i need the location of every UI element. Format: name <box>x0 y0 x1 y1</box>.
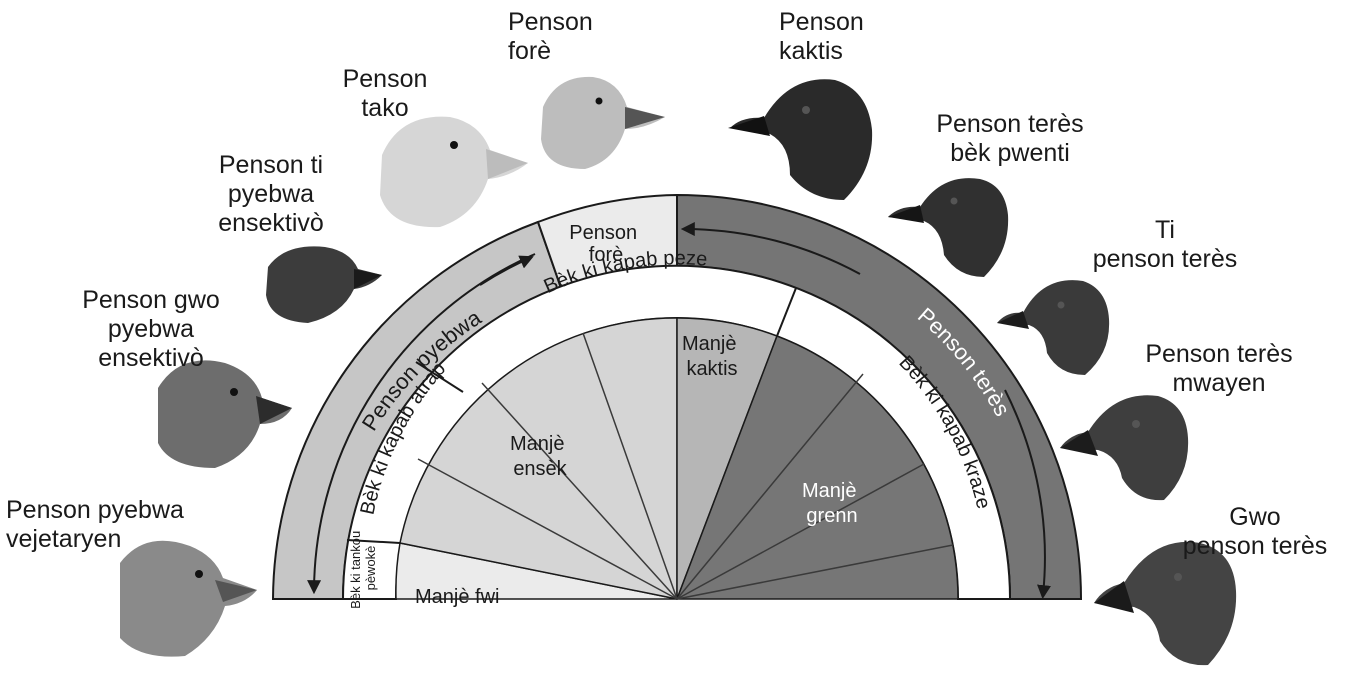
bird-label-kaktis: Penson kaktis <box>779 8 864 65</box>
label-penson-fore-ring: Penson forè <box>569 222 642 266</box>
bird-label-vejetaryen: Penson pyebwa vejetaryen <box>6 496 184 553</box>
bird-label-tako: Penson tako <box>342 65 428 122</box>
finch-head-kaktis <box>728 79 873 200</box>
finch-head-ti-pyebwa <box>266 246 382 323</box>
bird-label-gwo-pyebwa: Penson gwo pyebwa ensektivò <box>82 286 220 372</box>
arrow-left-up <box>479 255 534 286</box>
finch-head-gwo-pyebwa <box>158 360 292 468</box>
label-diet-cactus: Manjè kaktis <box>682 333 742 380</box>
bird-label-mwayen: Penson terès mwayen <box>1145 340 1293 397</box>
sector-lines <box>417 332 954 600</box>
finch-head-vejetaryen <box>120 540 257 657</box>
finch-head-ti-teres <box>997 280 1110 375</box>
bird-label-ti-pyebwa: Penson ti pyebwa ensektivò <box>218 151 324 237</box>
label-diet-insects: Manjè ensèk <box>510 433 570 480</box>
bird-label-fore: Penson forè <box>508 8 593 65</box>
beak-ring-separators <box>346 287 797 544</box>
label-probing-beak: Bèk ki tankou pèwokè <box>348 527 378 609</box>
bird-label-bek-pwenti: Penson terès bèk pwenti <box>936 110 1084 167</box>
finch-head-tako <box>380 116 528 228</box>
finch-head-bek-pwenti <box>888 178 1009 277</box>
finch-head-fore <box>541 76 665 169</box>
arrow-right <box>680 222 861 275</box>
arrow-right-down <box>1004 389 1051 600</box>
sector-seeds <box>675 335 959 600</box>
finch-head-mwayen <box>1060 395 1189 501</box>
bird-label-gwo-teres: Gwo penson terès <box>1182 503 1328 560</box>
sector-insects <box>399 317 678 600</box>
bird-label-ti-teres: Ti penson terès <box>1092 216 1238 273</box>
label-diet-seeds: Manjè grenn <box>802 480 862 527</box>
label-diet-fruit: Manjè fwi <box>415 586 499 608</box>
finch-head-gwo-teres <box>1094 541 1237 666</box>
